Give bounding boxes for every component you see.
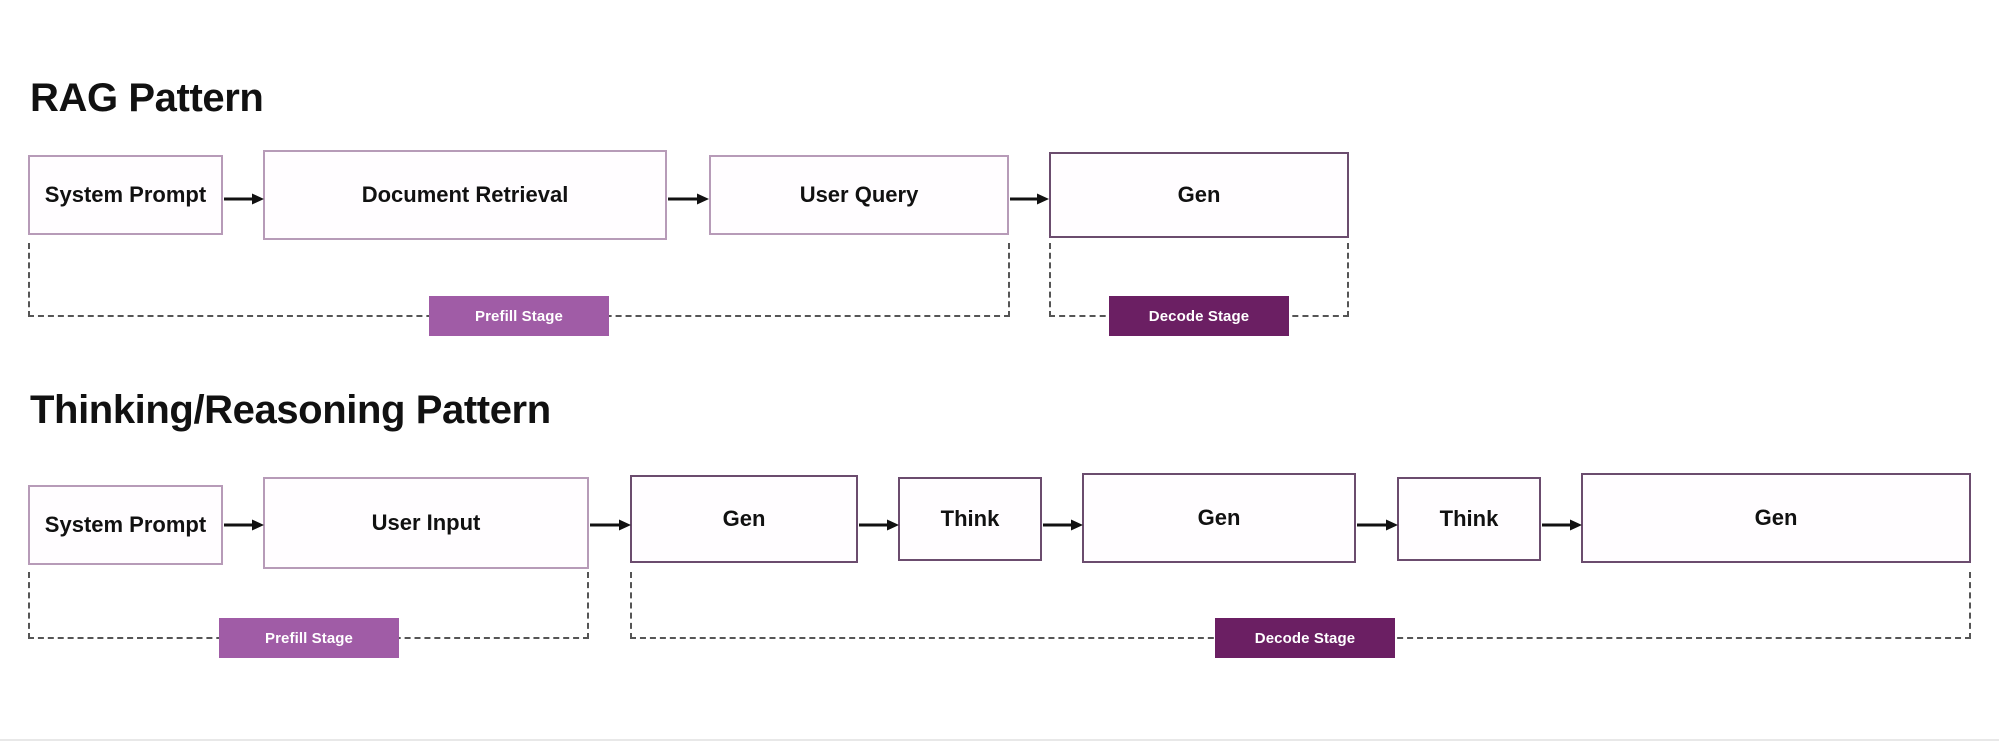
thinking-box-system-prompt[interactable]: System Prompt [28,485,223,565]
thinking-arrow-4 [1043,518,1083,532]
rag-arrow-2 [668,192,709,206]
thinking-arrow-2 [590,518,631,532]
thinking-box-gen-1-label: Gen [722,506,766,531]
rag-box-user-query[interactable]: User Query [709,155,1009,235]
section-title-rag: RAG Pattern [30,76,264,120]
thinking-arrow-3 [859,518,899,532]
thinking-arrow-5 [1357,518,1398,532]
rag-arrow-3 [1010,192,1049,206]
rag-box-document-retrieval[interactable]: Document Retrieval [263,150,667,240]
thinking-badge-decode-stage[interactable]: Decode Stage [1215,618,1395,658]
thinking-box-gen-2-label: Gen [1197,505,1241,530]
rag-badge-prefill-stage-label: Prefill Stage [475,307,563,325]
rag-box-user-query-label: User Query [799,182,919,207]
thinking-badge-prefill-stage-label: Prefill Stage [265,629,353,647]
thinking-box-gen-2[interactable]: Gen [1082,473,1356,563]
thinking-box-gen-3[interactable]: Gen [1581,473,1971,563]
rag-badge-prefill-stage[interactable]: Prefill Stage [429,296,609,336]
thinking-box-user-input[interactable]: User Input [263,477,589,569]
rag-box-gen[interactable]: Gen [1049,152,1349,238]
thinking-box-user-input-label: User Input [371,510,481,535]
thinking-box-think-1[interactable]: Think [898,477,1042,561]
thinking-badge-prefill-stage[interactable]: Prefill Stage [219,618,399,658]
thinking-box-gen-3-label: Gen [1754,505,1798,530]
thinking-box-think-2[interactable]: Think [1397,477,1541,561]
rag-badge-decode-stage[interactable]: Decode Stage [1109,296,1289,336]
thinking-arrow-6 [1542,518,1582,532]
thinking-box-system-prompt-label: System Prompt [44,512,207,537]
rag-box-document-retrieval-label: Document Retrieval [361,182,569,207]
thinking-badge-decode-stage-label: Decode Stage [1254,629,1356,647]
rag-box-system-prompt-label: System Prompt [44,182,207,207]
section-title-thinking: Thinking/Reasoning Pattern [30,388,551,432]
thinking-arrow-1 [224,518,264,532]
rag-box-system-prompt[interactable]: System Prompt [28,155,223,235]
rag-box-gen-label: Gen [1177,182,1221,207]
thinking-box-think-1-label: Think [940,506,1000,531]
thinking-box-think-2-label: Think [1439,506,1499,531]
rag-badge-decode-stage-label: Decode Stage [1148,307,1250,325]
rag-arrow-1 [224,192,264,206]
thinking-box-gen-1[interactable]: Gen [630,475,858,563]
